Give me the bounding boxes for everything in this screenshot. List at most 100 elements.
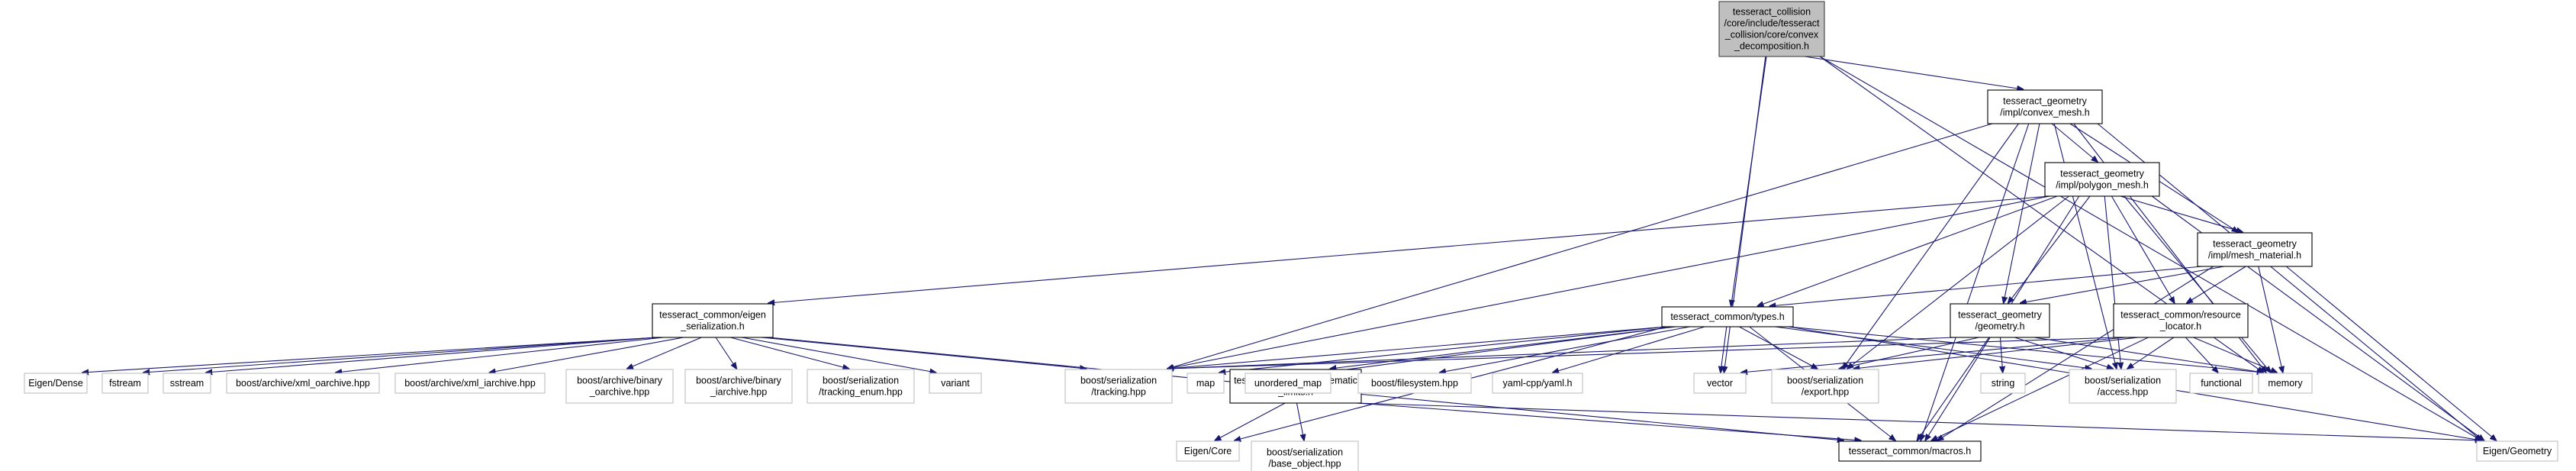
node-xml-iarchive: boost/archive/xml_iarchive.hpp: [394, 373, 546, 394]
node-box: [1718, 1, 1825, 57]
edge-mesh-material-to-resource-locator: [2187, 266, 2246, 303]
node-box: [2189, 373, 2253, 394]
node-label: /tracking_enum.hpp: [819, 387, 903, 398]
edge-geometry-to-tracking: [1167, 337, 1956, 369]
node-binary-iarchive: boost/archive/binary_iarchive.hpp: [684, 369, 793, 404]
node-box: [1950, 303, 2050, 338]
edge-types-to-kinematic-limits: [1330, 326, 1676, 369]
node-label: _serialization.h: [680, 321, 744, 332]
node-export: boost/serialization/export.hpp: [1771, 369, 1879, 404]
edge-kinematic-limits-to-eigen-core: [1215, 402, 1286, 440]
node-unordered-map: unordered_map: [1245, 373, 1331, 394]
node-map: map: [1187, 373, 1225, 394]
node-label: tesseract_common/macros.h: [1849, 446, 1972, 456]
node-box: [2113, 303, 2249, 338]
node-box: [1980, 373, 2026, 394]
node-label: Eigen/Geometry: [2483, 446, 2552, 456]
node-label: string: [1992, 378, 2015, 389]
node-xml-oarchive: boost/archive/xml_oarchive.hpp: [226, 373, 380, 394]
node-box: [1771, 369, 1879, 404]
node-label: vector: [1707, 378, 1733, 389]
edge-convex-mesh-to-access: [2053, 123, 2117, 369]
node-types[interactable]: tesseract_common/types.h: [1661, 306, 1794, 327]
edge-eigen-serialization-to-variant: [742, 337, 935, 373]
edge-mesh-material-to-macros: [1937, 266, 2214, 440]
edge-polygon-mesh-to-types: [1757, 195, 2058, 306]
node-label: boost/serialization: [823, 376, 899, 386]
node-label: _iarchive.hpp: [710, 387, 767, 398]
edge-mesh-material-to-geometry: [2021, 266, 2225, 303]
node-box: [1492, 373, 1583, 394]
node-mesh-material[interactable]: tesseract_geometry/impl/mesh_material.h: [2197, 232, 2313, 267]
node-label: fstream: [109, 378, 141, 389]
node-box: [226, 373, 380, 394]
edge-resource-locator-to-vector: [1741, 337, 2126, 373]
node-label: /export.hpp: [1802, 387, 1850, 398]
node-yaml: yaml-cpp/yaml.h: [1492, 373, 1583, 394]
node-label: boost/archive/binary: [696, 376, 782, 386]
edge-eigen-serialization-to-xml-oarchive: [336, 337, 664, 373]
node-eigen-dense: Eigen/Dense: [24, 373, 88, 394]
edge-convex-mesh-to-polygon-mesh: [2051, 123, 2098, 162]
node-label: Eigen/Dense: [28, 378, 83, 389]
node-box: [1064, 369, 1173, 404]
node-label: /impl/polygon_mesh.h: [2056, 180, 2149, 191]
node-label: /base_object.hpp: [1268, 459, 1341, 469]
node-tracking-enum: boost/serialization/tracking_enum.hpp: [807, 369, 915, 404]
node-polygon-mesh[interactable]: tesseract_geometry/impl/polygon_mesh.h: [2044, 162, 2160, 197]
node-label: tesseract_common/resource: [2120, 310, 2241, 321]
edge-resource-locator-to-functional: [2185, 337, 2217, 373]
node-label: memory: [2268, 378, 2303, 389]
node-filesystem: boost/filesystem.hpp: [1357, 373, 1472, 394]
node-label: Eigen/Core: [1184, 446, 1232, 456]
edge-kinematic-limits-to-macros: [1356, 402, 1861, 440]
node-box: [929, 373, 982, 394]
edge-eigen-serialization-to-binary-iarchive: [715, 337, 736, 369]
node-root[interactable]: tesseract_collision/core/include/tessera…: [1718, 1, 1825, 57]
node-geometry[interactable]: tesseract_geometry/geometry.h: [1950, 303, 2050, 338]
node-box: [1693, 373, 1747, 394]
node-box: [101, 373, 149, 394]
edge-root-to-eigen-geometry: [1819, 56, 2481, 440]
node-label: /core/include/tesseract: [1724, 18, 1820, 29]
node-binary-oarchive: boost/archive/binary_oarchive.hpp: [565, 369, 674, 404]
node-eigen-serialization[interactable]: tesseract_common/eigen_serialization.h: [652, 303, 774, 338]
node-access: boost/serialization/access.hpp: [2069, 369, 2177, 404]
node-label: map: [1196, 378, 1215, 389]
node-resource-locator[interactable]: tesseract_common/resource_locator.h: [2113, 303, 2249, 338]
edge-resource-locator-to-export: [1853, 337, 2139, 369]
node-label: tesseract_common/types.h: [1670, 311, 1784, 322]
node-label: sstream: [170, 378, 204, 389]
edge-polygon-mesh-to-eigen-serialization: [768, 195, 2050, 303]
edge-types-to-export: [1739, 326, 1817, 369]
edge-mesh-material-to-memory: [2258, 266, 2283, 373]
edge-eigen-serialization-to-fstream: [143, 337, 658, 373]
node-macros[interactable]: tesseract_common/macros.h: [1838, 440, 1982, 462]
edge-convex-mesh-to-tracking: [1167, 123, 1993, 369]
edge-convex-mesh-to-export: [1843, 123, 2019, 369]
node-box: [652, 303, 774, 338]
edge-convex-mesh-to-eigen-geometry: [2097, 123, 2481, 440]
node-vector: vector: [1693, 373, 1747, 394]
edge-polygon-mesh-to-geometry: [2008, 195, 2091, 303]
edge-eigen-serialization-to-xml-iarchive: [489, 337, 684, 373]
node-label: boost/serialization: [2085, 376, 2161, 386]
edge-types-to-yaml: [1553, 326, 1705, 373]
node-box: [2258, 373, 2313, 394]
node-label: /impl/convex_mesh.h: [2000, 108, 2089, 118]
node-fstream: fstream: [101, 373, 149, 394]
node-label: _oarchive.hpp: [589, 387, 650, 398]
node-label: tesseract_geometry: [2060, 169, 2145, 179]
node-label: boost/archive/xml_iarchive.hpp: [404, 378, 536, 389]
edge-eigen-serialization-to-eigen-dense: [82, 337, 658, 373]
edge-types-to-vector: [1721, 326, 1728, 373]
node-label: boost/filesystem.hpp: [1371, 378, 1458, 389]
node-convex-mesh[interactable]: tesseract_geometry/impl/convex_mesh.h: [1987, 89, 2103, 124]
edge-geometry-to-memory: [2033, 337, 2263, 373]
node-box: [2044, 162, 2160, 197]
node-label: tesseract_collision: [1733, 7, 1811, 18]
edge-eigen-serialization-to-tracking: [761, 337, 1087, 369]
node-string: string: [1980, 373, 2026, 394]
edge-geometry-to-macros: [1917, 337, 1990, 440]
edge-polygon-mesh-to-tracking: [1167, 195, 2050, 369]
